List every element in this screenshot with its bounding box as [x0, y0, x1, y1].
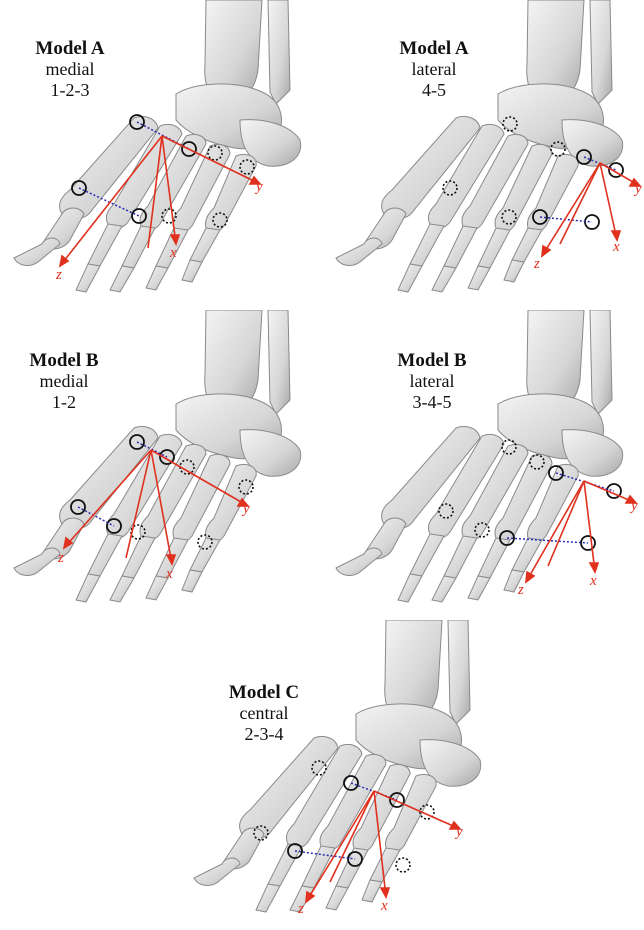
model-name: Model B: [382, 350, 482, 371]
panel-model-a-lateral: y x z Model A lateral 4-5: [322, 0, 644, 310]
axis-label-x: x: [589, 573, 597, 589]
axis-label-x: x: [612, 239, 620, 255]
model-name: Model B: [14, 350, 114, 371]
model-region: lateral: [384, 59, 484, 80]
model-region: medial: [14, 371, 114, 392]
axis-label-x: x: [380, 898, 388, 914]
model-label: Model A lateral 4-5: [384, 38, 484, 101]
model-segments: 1-2: [14, 392, 114, 413]
model-region: medial: [20, 59, 120, 80]
model-name: Model A: [384, 38, 484, 59]
model-name: Model C: [214, 682, 314, 703]
model-segments: 4-5: [384, 80, 484, 101]
axis-label-y: y: [629, 498, 638, 514]
model-label: Model B lateral 3-4-5: [382, 350, 482, 413]
axis-label-z: z: [533, 256, 540, 272]
model-region: lateral: [382, 371, 482, 392]
panel-model-c-central: y x z Model C central 2-3-4: [180, 620, 502, 930]
model-segments: 1-2-3: [20, 80, 120, 101]
axis-label-y: y: [454, 824, 463, 840]
panel-model-a-medial: y x z Model A medial 1-2-3: [0, 0, 322, 310]
model-segments: 3-4-5: [382, 392, 482, 413]
marker-dotted: [396, 858, 410, 872]
model-name: Model A: [20, 38, 120, 59]
panel-model-b-medial: y x z Model B medial 1-2: [0, 310, 322, 620]
axis-label-x: x: [169, 245, 177, 261]
axis-label-z: z: [57, 550, 64, 566]
model-label: Model C central 2-3-4: [214, 682, 314, 745]
model-region: central: [214, 703, 314, 724]
model-segments: 2-3-4: [214, 724, 314, 745]
foot-skeleton-illustration: y x z: [180, 620, 502, 930]
axis-label-z: z: [517, 582, 524, 598]
axis-label-y: y: [633, 181, 642, 197]
axis-label-y: y: [254, 179, 263, 195]
axis-label-y: y: [241, 501, 250, 517]
foot-skeleton-illustration: y x z: [322, 310, 644, 620]
model-label: Model B medial 1-2: [14, 350, 114, 413]
axis-label-x: x: [165, 566, 173, 582]
panel-model-b-lateral: y x z Model B lateral 3-4-5: [322, 310, 644, 620]
axis-label-z: z: [55, 267, 62, 283]
axis-label-z: z: [297, 901, 304, 917]
model-label: Model A medial 1-2-3: [20, 38, 120, 101]
